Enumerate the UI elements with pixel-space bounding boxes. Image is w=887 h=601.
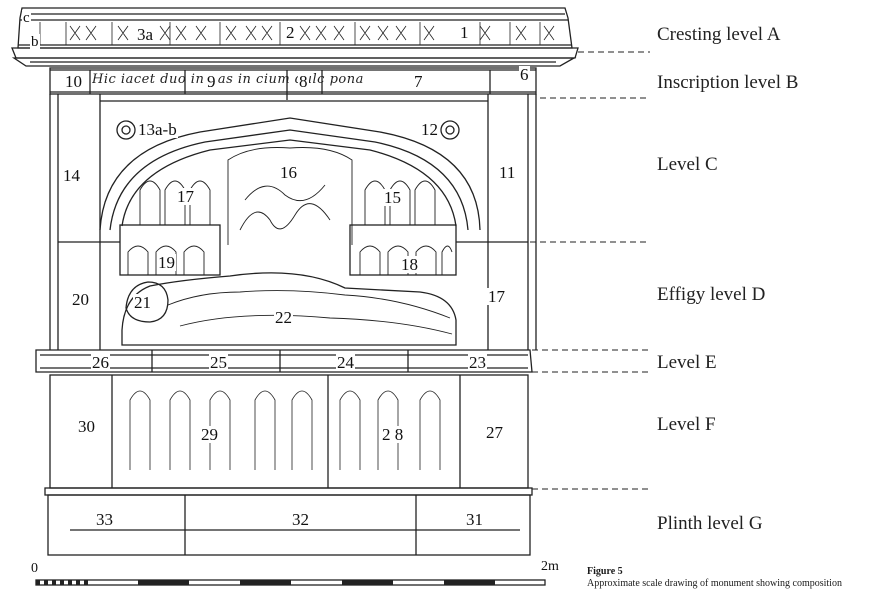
level-label-d: Effigy level D <box>657 284 766 305</box>
part-30: 30 <box>77 417 96 436</box>
part-17-lower: 17 <box>487 287 506 306</box>
part-1: 1 <box>459 23 470 42</box>
part-26: 26 <box>91 353 110 372</box>
scale-start-label: 0 <box>31 561 38 576</box>
part-c: c <box>22 10 31 27</box>
level-label-g: Plinth level G <box>657 513 763 534</box>
part-9: 9 <box>206 72 217 91</box>
part-20: 20 <box>71 290 90 309</box>
effigy <box>121 272 457 346</box>
part-13a-b: 13a-b <box>137 120 178 139</box>
part-33: 33 <box>95 510 114 529</box>
part-27: 27 <box>485 423 504 442</box>
part-8: 8 <box>298 72 309 91</box>
part-29: 29 <box>200 425 219 444</box>
part-21: 21 <box>133 293 152 312</box>
inscription-text: Hic iacet duo in nas in cium dulc pona <box>92 72 364 87</box>
part-7: 7 <box>413 72 424 91</box>
figure-caption: Approximate scale drawing of monument sh… <box>587 578 842 589</box>
part-24: 24 <box>336 353 355 372</box>
part-22: 22 <box>274 308 293 327</box>
level-label-b: Inscription level B <box>657 72 799 93</box>
part-16: 16 <box>279 163 298 182</box>
part-b: b <box>30 34 40 51</box>
part-18: 18 <box>400 255 419 274</box>
part-23: 23 <box>468 353 487 372</box>
part-25: 25 <box>209 353 228 372</box>
level-label-a: Cresting level A <box>657 24 781 45</box>
level-label-c: Level C <box>657 154 718 175</box>
part-28: 2 8 <box>381 425 405 444</box>
scale-end-label: 2m <box>541 559 559 574</box>
part-14: 14 <box>62 166 81 185</box>
part-17-upper: 17 <box>176 187 195 206</box>
part-2: 2 <box>285 23 296 42</box>
part-6: 6 <box>519 65 530 84</box>
figure-label: Figure 5 <box>587 566 623 577</box>
arch-outer <box>99 117 481 231</box>
part-32: 32 <box>291 510 310 529</box>
part-19: 19 <box>157 253 176 272</box>
part-11: 11 <box>498 163 517 182</box>
part-15: 15 <box>383 188 402 207</box>
part-12: 12 <box>420 120 439 139</box>
part-31: 31 <box>465 510 484 529</box>
part-10: 10 <box>64 72 83 91</box>
level-label-e: Level E <box>657 352 717 373</box>
level-label-f: Level F <box>657 414 716 435</box>
part-3a: 3a <box>136 25 155 44</box>
